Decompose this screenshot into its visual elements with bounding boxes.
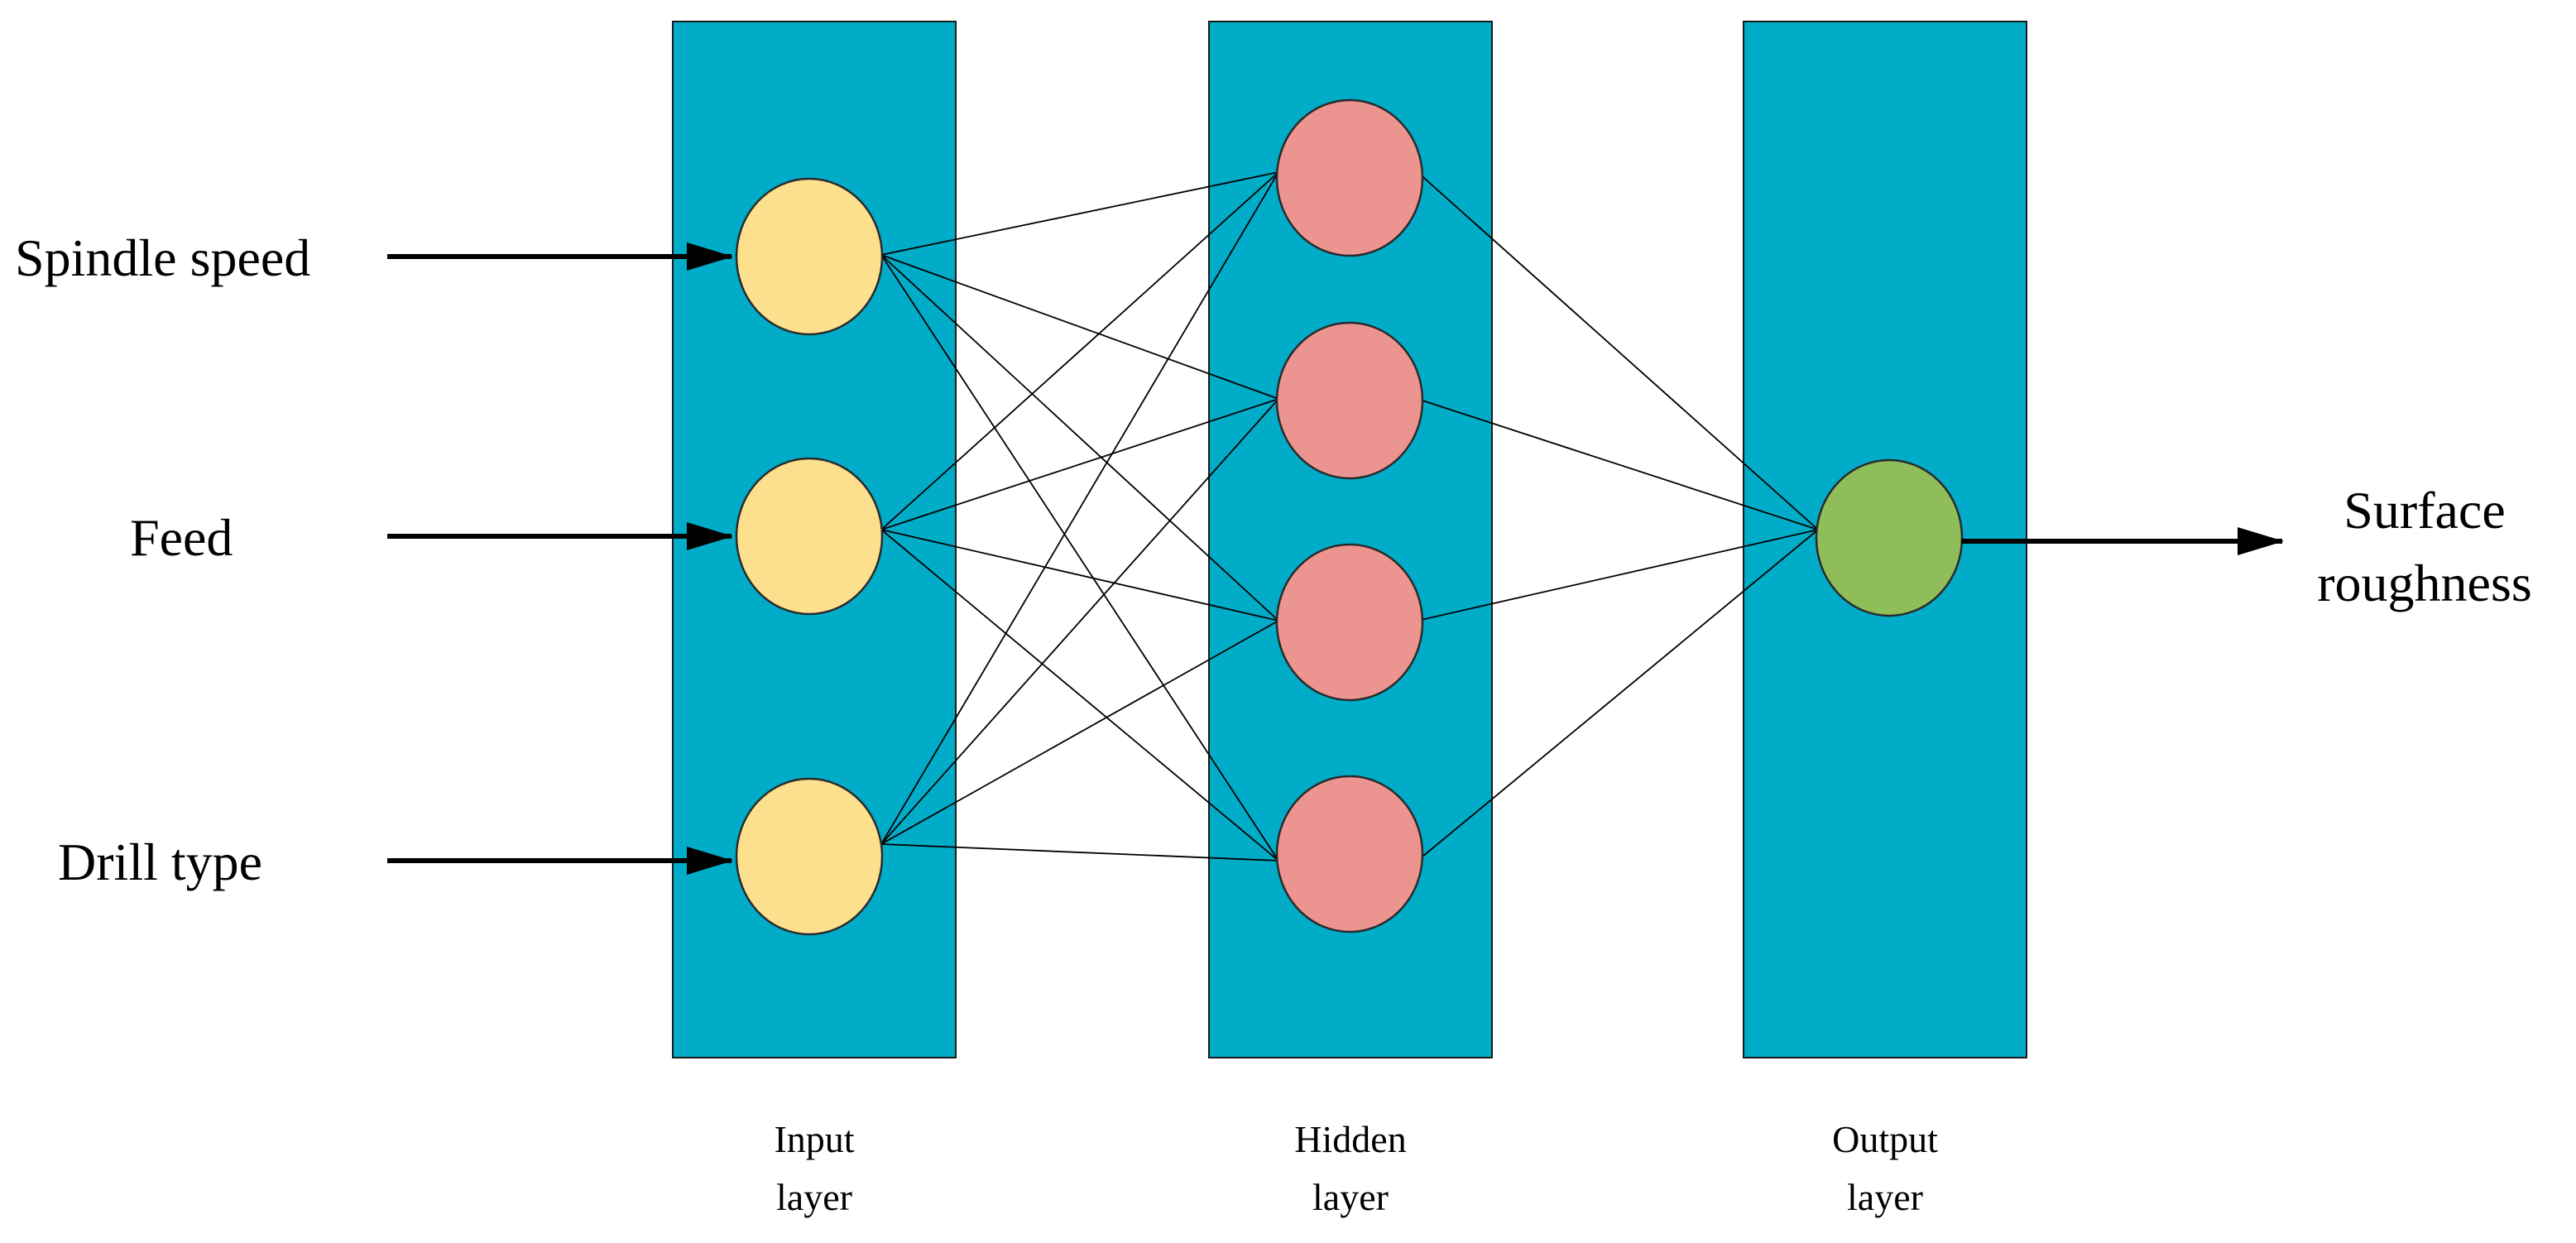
input-hidden-connections [880, 171, 1279, 861]
input-label-spindle-speed: Spindle speed [15, 228, 310, 287]
hidden-node-4 [1275, 775, 1424, 933]
connection-h1-o1 [1417, 171, 1819, 530]
input-nodes [735, 177, 884, 936]
input-arrows [387, 242, 733, 875]
connection-h2-o1 [1417, 398, 1819, 530]
output-label-line2: roughness [2317, 554, 2532, 612]
output-node-surface-roughness [1815, 458, 1964, 617]
connection-i1-h4 [880, 254, 1279, 861]
input-label-feed: Feed [130, 508, 233, 567]
connection-i2-h2 [880, 398, 1279, 530]
connection-i3-h4 [880, 843, 1279, 861]
hidden-layer-caption-line1: Hidden [1294, 1118, 1406, 1160]
connection-i3-h1 [880, 171, 1279, 845]
connection-i1-h1 [880, 171, 1279, 256]
input-node-feed [735, 457, 884, 616]
hidden-layer-caption-line2: layer [1312, 1176, 1389, 1218]
connection-i2-h1 [880, 171, 1279, 530]
connection-i3-h3 [880, 620, 1279, 845]
connection-i1-h3 [880, 254, 1279, 622]
hidden-nodes [1275, 98, 1424, 933]
hidden-node-1 [1275, 98, 1424, 257]
connection-h4-o1 [1417, 529, 1819, 861]
input-layer-caption-line2: layer [776, 1176, 852, 1218]
connection-h3-o1 [1417, 529, 1819, 622]
hidden-output-connections [1417, 171, 1819, 861]
output-label-line1: Surface [2343, 481, 2505, 540]
hidden-node-2 [1275, 321, 1424, 480]
input-node-spindle-speed [735, 177, 884, 336]
output-layer-caption-line2: layer [1847, 1176, 1923, 1218]
hidden-node-3 [1275, 543, 1424, 702]
connection-i2-h3 [880, 529, 1279, 622]
connection-i2-h4 [880, 529, 1279, 861]
connection-i1-h2 [880, 254, 1279, 400]
input-node-drill-type [735, 777, 884, 936]
connection-i3-h2 [880, 398, 1279, 845]
input-label-drill-type: Drill type [58, 833, 262, 891]
input-layer-caption-line1: Input [774, 1118, 854, 1160]
output-layer-caption-line1: Output [1832, 1118, 1938, 1160]
